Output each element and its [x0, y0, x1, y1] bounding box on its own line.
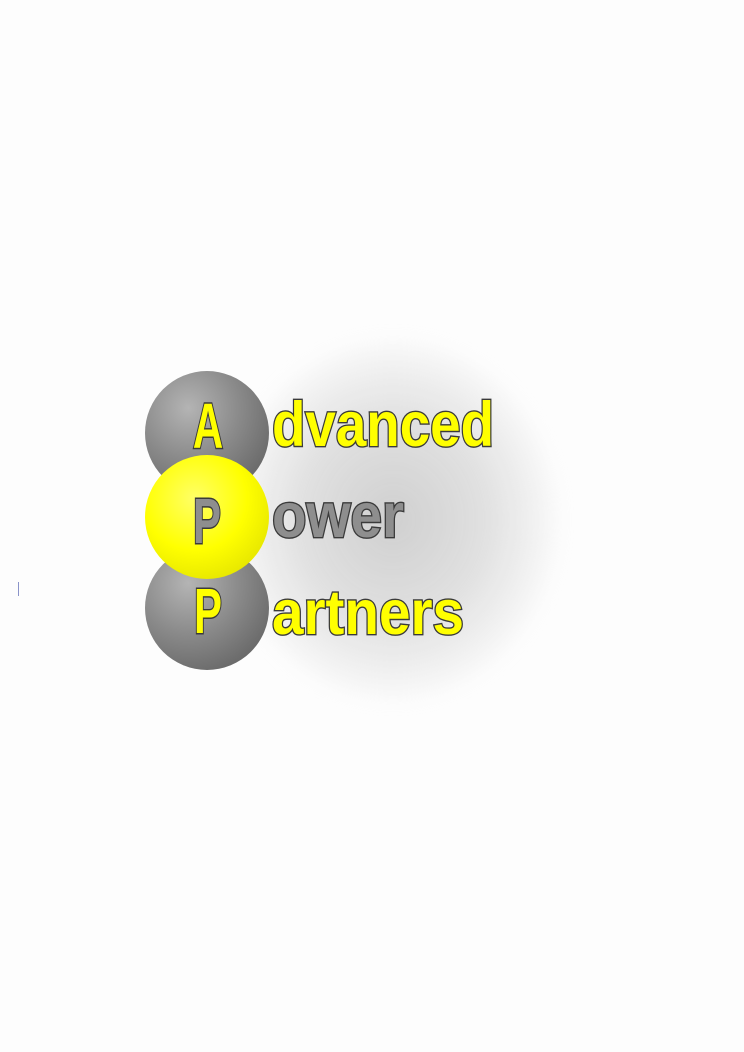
logo-initial-p-middle: P: [193, 485, 221, 557]
logo-word-power: ower: [272, 480, 404, 551]
logo-word-advanced: dvanced: [272, 389, 494, 460]
logo-initial-p-bottom: P: [194, 575, 222, 647]
logo-initial-a: A: [193, 390, 223, 462]
logo-shadow: [228, 340, 558, 700]
text-cursor: [18, 582, 19, 596]
logo-word-partners: artners: [272, 577, 464, 648]
logo-circle-middle: [145, 455, 269, 579]
logo-circle-bottom: [145, 546, 269, 670]
